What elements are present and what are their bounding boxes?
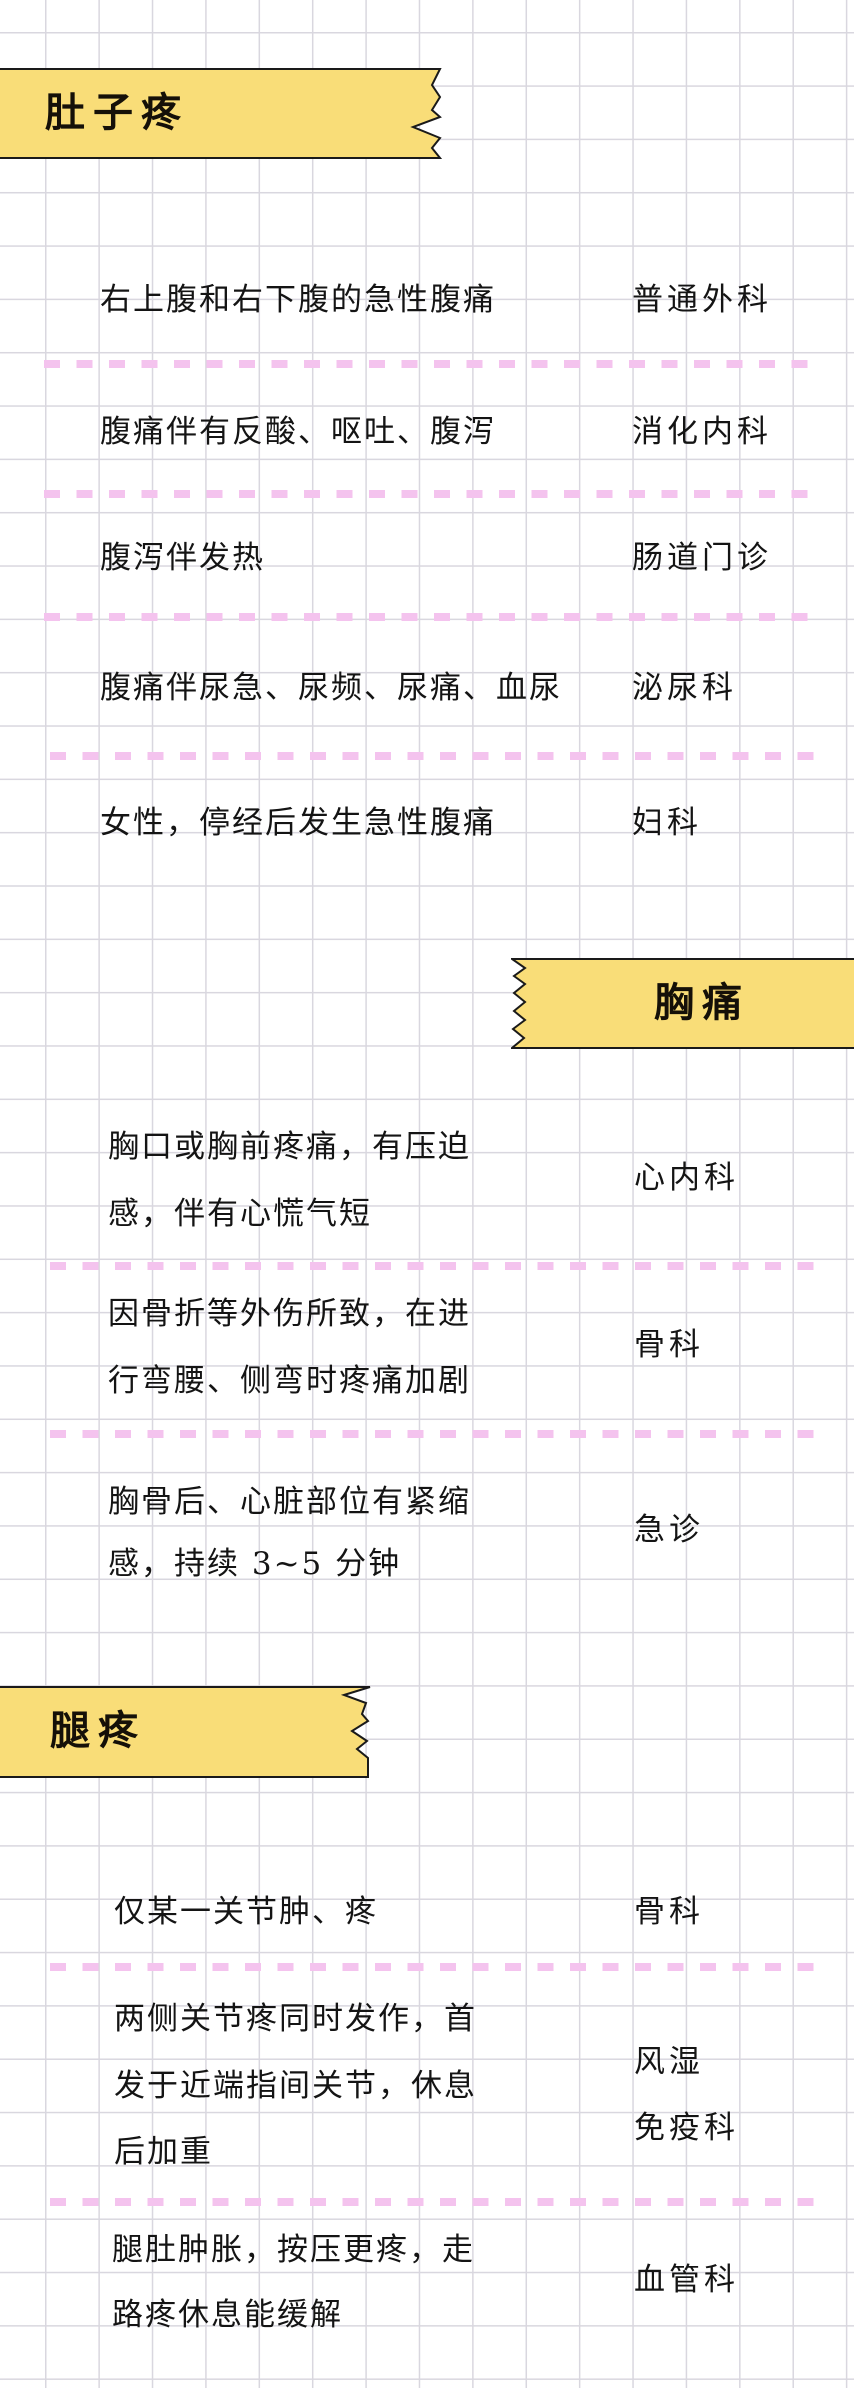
symptom-text-line: 腿肚肿胀，按压更疼，走 xyxy=(112,2232,475,2268)
department-text: 骨科 xyxy=(634,1327,704,1363)
symptom-text-line: 路疼休息能缓解 xyxy=(112,2297,343,2333)
department-text: 普通外科 xyxy=(632,282,772,318)
row-divider xyxy=(44,613,820,621)
row-divider xyxy=(50,2198,828,2206)
section-banner-chest-pain: 胸痛 xyxy=(511,958,854,1049)
section-title: 胸痛 xyxy=(654,979,750,1026)
department-text: 心内科 xyxy=(634,1160,739,1196)
symptom-text: 仅某一关节肿、疼 xyxy=(114,1894,378,1930)
symptom-text-line: 胸口或胸前疼痛，有压迫 xyxy=(108,1129,471,1165)
symptom-text-line: 两侧关节疼同时发作，首 xyxy=(114,2001,477,2037)
symptom-text: 腹泻伴发热 xyxy=(100,540,265,576)
symptom-text: 右上腹和右下腹的急性腹痛 xyxy=(100,282,496,318)
row-divider xyxy=(50,1963,828,1971)
row-divider xyxy=(44,490,820,498)
department-text: 泌尿科 xyxy=(632,670,737,706)
section-title: 腿疼 xyxy=(50,1707,146,1754)
row-divider xyxy=(50,752,828,760)
section-banner-abdominal-pain: 肚子疼 xyxy=(0,68,442,159)
department-text: 血管科 xyxy=(634,2262,739,2298)
symptom-text-line: 后加重 xyxy=(114,2134,213,2170)
symptom-text-line: 行弯腰、侧弯时疼痛加剧 xyxy=(108,1363,471,1399)
symptom-text: 腹痛伴有反酸、呕吐、腹泻 xyxy=(100,414,496,450)
banner-tape-shape xyxy=(0,1686,371,1778)
department-text: 急诊 xyxy=(634,1512,704,1548)
row-divider xyxy=(50,1430,828,1438)
symptom-text-line: 胸骨后、心脏部位有紧缩 xyxy=(108,1484,471,1520)
department-text-line: 风湿 xyxy=(634,2044,704,2080)
section-banner-leg-pain: 腿疼 xyxy=(0,1686,372,1778)
department-text: 肠道门诊 xyxy=(632,540,772,576)
symptom-text-line: 发于近端指间关节，休息 xyxy=(114,2068,477,2104)
banner-tape-shape xyxy=(511,958,854,1049)
department-text: 消化内科 xyxy=(632,414,772,450)
department-text: 妇科 xyxy=(632,805,702,841)
row-divider xyxy=(50,1262,828,1270)
department-text-line: 免疫科 xyxy=(634,2110,739,2146)
symptom-text-line: 感，持续 3~5 分钟 xyxy=(108,1546,402,1582)
row-divider xyxy=(44,360,820,368)
symptom-text: 腹痛伴尿急、尿频、尿痛、血尿 xyxy=(100,670,562,706)
symptom-text-line: 因骨折等外伤所致，在进 xyxy=(108,1296,471,1332)
banner-tape-shape xyxy=(0,68,442,159)
symptom-text: 女性，停经后发生急性腹痛 xyxy=(100,805,496,841)
department-text: 骨科 xyxy=(634,1894,704,1930)
section-title: 肚子疼 xyxy=(45,89,189,136)
symptom-text-line: 感，伴有心慌气短 xyxy=(108,1196,372,1232)
